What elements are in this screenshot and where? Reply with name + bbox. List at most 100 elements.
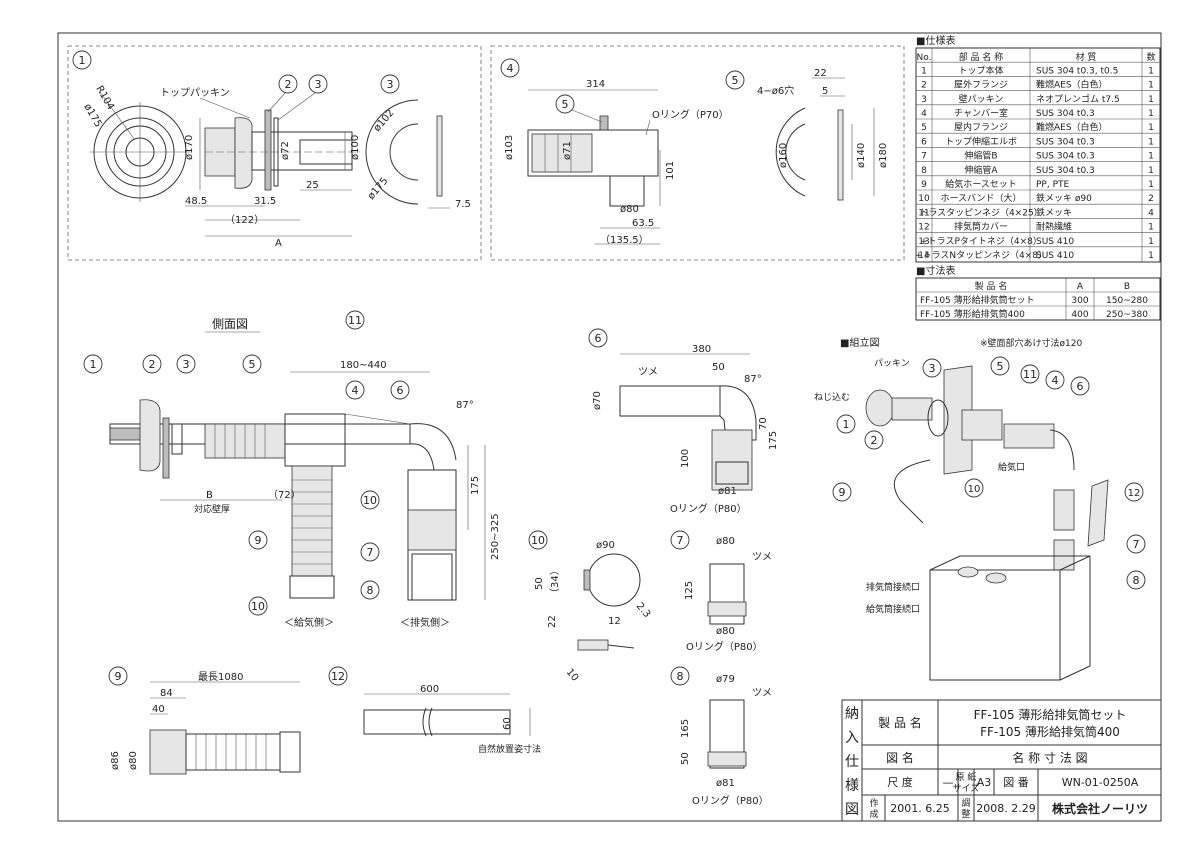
- spec-cell-3-1: 3: [921, 95, 927, 105]
- label-oring-p70: Oリング（P70）: [652, 108, 729, 121]
- revised-label-1: 調: [961, 797, 970, 809]
- spec-cell-4-2: チャンバー室: [954, 107, 1008, 119]
- vertical-label-3: 仕: [845, 754, 859, 770]
- label-holes: 4−ø6穴: [757, 84, 794, 97]
- view-7-number: 7: [677, 534, 684, 547]
- dim-row2-A: 400: [1071, 310, 1088, 320]
- view-9-number: 9: [115, 670, 122, 683]
- spec-cell-13-4: 1: [1148, 237, 1154, 247]
- dim-102: ø102: [372, 108, 397, 134]
- asm-part7: 7: [1133, 538, 1140, 551]
- spec-cell-14-3: SUS 410: [1036, 251, 1074, 261]
- spec-cell-11-2: トラスタッピンネジ（4×25）: [919, 207, 1042, 218]
- assembly-view: ■組立図 ※壁面部穴あけ寸法ø120 排気筒接続口 給気筒接続口 パッキン ねじ…: [814, 336, 1146, 681]
- label-oring-8: Oリング（P80）: [692, 794, 769, 807]
- scale-label: 尺 度: [887, 775, 913, 789]
- spec-cell-3-2: 壁パッキン: [959, 93, 1004, 105]
- created-date: 2001. 6.25: [890, 802, 949, 815]
- view-1-part2: 2: [285, 78, 292, 91]
- dim-2-3-10: 2.3: [634, 601, 653, 620]
- dim-60-12: 60: [502, 717, 513, 730]
- dim-row1-product: FF-105 薄形給排気筒セット: [920, 294, 1035, 306]
- side-part6: 6: [397, 384, 404, 397]
- spec-cell-7-1: 7: [921, 152, 927, 162]
- label-oring-7: Oリング（P80）: [686, 640, 763, 653]
- assembly-hole-note: ※壁面部穴あけ寸法ø120: [980, 337, 1083, 349]
- dim-79-8: ø79: [716, 674, 735, 685]
- company-name: 株式会社ノーリツ: [1052, 801, 1148, 816]
- spec-cell-11-1: 11: [918, 208, 929, 218]
- revised-date: 2008. 2.29: [976, 802, 1035, 815]
- dim-7-5: 7.5: [455, 199, 471, 210]
- dim-70b-6: 70: [758, 417, 769, 430]
- dim-71: ø71: [562, 141, 573, 160]
- spec-cell-9-4: 1: [1148, 180, 1154, 190]
- dim-40: 40: [152, 704, 165, 715]
- label-supply-port: 給気口: [998, 461, 1025, 473]
- asm-part9: 9: [839, 486, 846, 499]
- spec-cell-6-1: 6: [921, 137, 927, 147]
- dim-125-7: 125: [684, 581, 695, 600]
- drawing-number-value: WN-01-0250A: [1062, 776, 1139, 789]
- spec-cell-8-1: 8: [921, 166, 927, 176]
- dim-100: ø100: [350, 135, 361, 160]
- dim-160: ø160: [778, 143, 789, 168]
- dim-80-9: ø80: [128, 751, 139, 770]
- spec-cell-3-4: 1: [1148, 95, 1154, 105]
- dim-50-8: 50: [680, 752, 691, 765]
- spec-cell-4-1: 4: [921, 109, 927, 119]
- label-exhaust-side: ＜排気側＞: [400, 616, 450, 629]
- dim-180: ø180: [878, 143, 889, 168]
- spec-cell-1-2: トップ本体: [958, 64, 1003, 76]
- side-view-title: 側面図: [212, 317, 248, 331]
- spec-cell-11-4: 4: [1148, 208, 1154, 218]
- view-4-chamber: 4 314 5 Oリング（P70） ø103 ø71 101 ø80 63.5 …: [490, 45, 905, 261]
- dim-A: A: [275, 238, 282, 249]
- dim-180-440: 180~440: [340, 360, 387, 371]
- asm-part10: 10: [968, 484, 981, 495]
- dim-80b-7: ø80: [716, 626, 735, 637]
- side-view: 側面図 1 2 3 5: [83, 310, 501, 629]
- dim-70-6: ø70: [592, 391, 603, 410]
- view-7-pipe-b: 7 ø80 ツメ 125 ø80 Oリング（P80）: [670, 530, 772, 653]
- product-label: 製 品 名: [878, 715, 922, 730]
- dim-80-7: ø80: [716, 536, 735, 547]
- drawing-name-value: 名 称 寸 法 図: [1012, 750, 1087, 765]
- spec-cell-7-4: 1: [1148, 152, 1154, 162]
- label-tsume-8: ツメ: [752, 688, 772, 699]
- spec-cell-2-1: 2: [921, 81, 927, 91]
- dim-row2-product: FF-105 薄形給排気筒400: [920, 308, 1025, 320]
- view-8-number: 8: [677, 670, 684, 683]
- view-9-supply-hose: 9 最長1080 84 40 ø86 ø80: [108, 666, 301, 775]
- view-4-part5b: 5: [732, 74, 739, 87]
- dim-140: ø140: [856, 143, 867, 168]
- dim-header-B: B: [1124, 282, 1130, 292]
- view-8-pipe-a: 8 ø79 ツメ 165 50 ø81 Oリング（P80）: [670, 666, 772, 807]
- dim-80: ø80: [620, 204, 639, 215]
- dim-175-6: 175: [768, 431, 779, 450]
- spec-cell-6-3: SUS 304 t0.3: [1036, 137, 1095, 147]
- label-supply-side: ＜給気側＞: [284, 616, 334, 629]
- dim-48-5: 48.5: [185, 196, 207, 207]
- view-10-number: 10: [531, 534, 545, 547]
- view-4-part5: 5: [562, 98, 569, 111]
- dim-12-10: 12: [608, 616, 621, 627]
- side-part5: 5: [249, 358, 256, 371]
- dim-90-10: ø90: [596, 540, 615, 551]
- view-12-number: 12: [331, 670, 345, 683]
- dim-87deg: 87°: [456, 400, 474, 411]
- label-natural-state: 自然放置姿寸法: [478, 743, 541, 755]
- dim-row1-B: 150~280: [1106, 296, 1148, 306]
- dim-table-title: ■寸法表: [916, 264, 955, 277]
- dim-10-10: 10: [564, 667, 581, 684]
- paper-value: A3: [977, 776, 992, 789]
- scale-value: —: [943, 776, 954, 789]
- spec-cell-14-4: 1: [1148, 251, 1154, 261]
- spec-cell-9-2: 給気ホースセット: [945, 178, 1017, 190]
- dim-87-6: 87°: [744, 374, 762, 385]
- dim-101: 101: [665, 161, 676, 180]
- spec-cell-7-3: SUS 304 t0.3: [1036, 152, 1095, 162]
- dim-81-8: ø81: [716, 778, 735, 789]
- dim-165-8: 165: [680, 719, 691, 738]
- spec-cell-12-4: 1: [1148, 223, 1154, 233]
